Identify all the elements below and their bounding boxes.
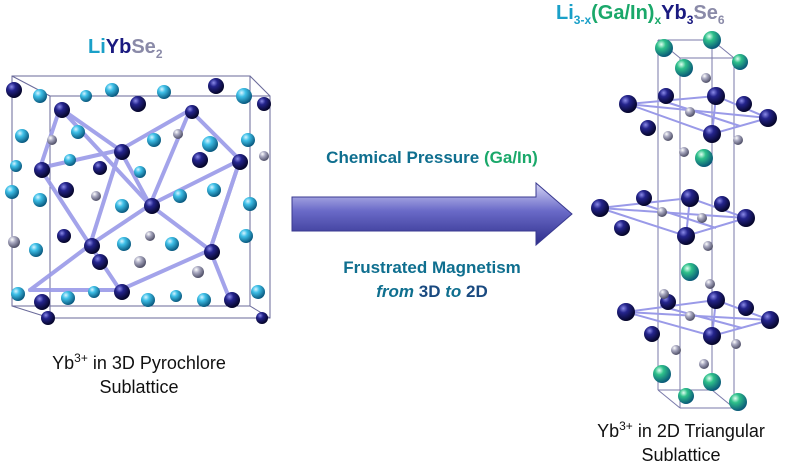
formula-se: Se bbox=[693, 2, 718, 24]
to-word: to bbox=[445, 282, 462, 301]
left-caption-rest: in 3D Pyrochlore bbox=[87, 353, 226, 373]
arrow-label-bottom: Frustrated Magnetism from 3D to 2D bbox=[282, 256, 582, 304]
triangular-structure bbox=[591, 31, 779, 411]
chemical-pressure-text: Chemical Pressure bbox=[326, 148, 484, 167]
left-caption-line1: Yb3+ in 3D Pyrochlore bbox=[8, 346, 270, 375]
left-caption-charge: 3+ bbox=[74, 351, 88, 365]
right-caption-line2: Sublattice bbox=[641, 445, 721, 465]
chemical-pressure-arrow bbox=[291, 181, 573, 247]
arrow-label-top: Chemical Pressure (Ga/In) bbox=[282, 148, 582, 168]
left-formula: LiYbSe2 bbox=[88, 36, 163, 61]
yb-bond-network bbox=[28, 106, 242, 302]
pyrochlore-structure bbox=[5, 75, 271, 325]
formula-li-subscript: 3-x bbox=[573, 13, 592, 27]
formula-yb: Yb bbox=[661, 2, 687, 24]
word-2d: 2D bbox=[466, 282, 488, 301]
word-3d: 3D bbox=[418, 282, 441, 301]
left-caption-ion: Yb bbox=[52, 353, 75, 373]
right-caption-line1: Yb3+ in 2D Triangular bbox=[566, 414, 796, 443]
right-caption-ion: Yb bbox=[597, 421, 620, 441]
from-word: from bbox=[376, 282, 415, 301]
triangular-atoms bbox=[591, 31, 779, 411]
formula-ga-in: (Ga/In) bbox=[591, 2, 655, 24]
formula-yb-subscript: 3 bbox=[686, 13, 694, 27]
right-formula: Li3-x(Ga/In)xYb3Se6 bbox=[556, 2, 725, 27]
right-caption-charge: 3+ bbox=[619, 419, 633, 433]
frustrated-magnetism-text: Frustrated Magnetism bbox=[343, 258, 521, 277]
from-3d-to-2d-text: from 3D to 2D bbox=[282, 280, 582, 304]
formula-ga-in-subscript: x bbox=[654, 13, 662, 27]
formula-se-subscript: 2 bbox=[155, 47, 163, 61]
formula-se-subscript: 6 bbox=[717, 13, 725, 27]
formula-li: Li bbox=[556, 2, 574, 24]
formula-yb: Yb bbox=[105, 36, 132, 58]
right-caption-rest: in 2D Triangular bbox=[632, 421, 765, 441]
left-caption: Yb3+ in 3D Pyrochlore Sublattice bbox=[8, 346, 270, 399]
right-caption: Yb3+ in 2D Triangular Sublattice bbox=[566, 414, 796, 467]
formula-li: Li bbox=[88, 36, 106, 58]
left-caption-line2: Sublattice bbox=[99, 377, 179, 397]
ga-in-text: (Ga/In) bbox=[483, 148, 538, 167]
pyrochlore-atoms bbox=[5, 78, 271, 325]
formula-se: Se bbox=[131, 36, 156, 58]
